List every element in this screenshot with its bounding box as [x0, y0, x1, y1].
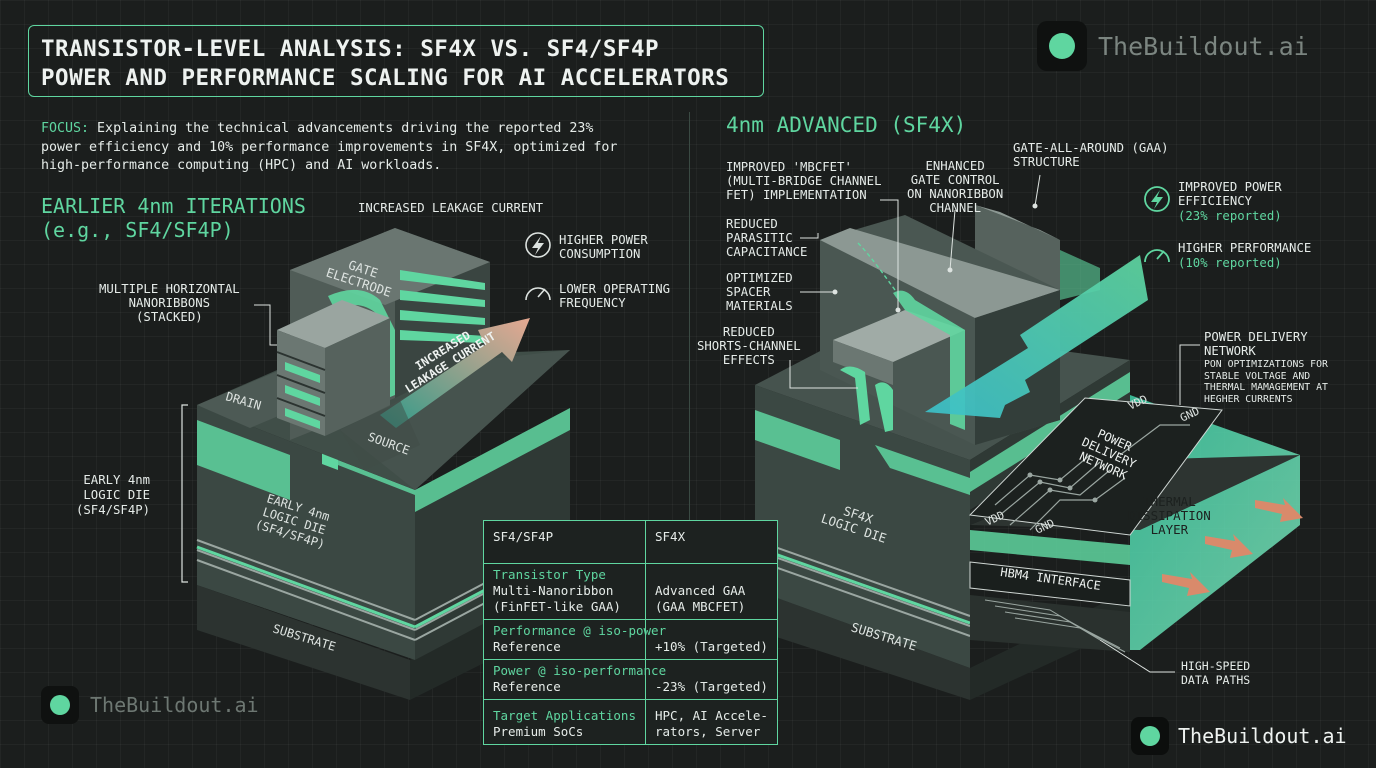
- right-diagram: [754, 174, 1303, 700]
- left-gate-slats: [400, 270, 485, 343]
- brand-name-top[interactable]: TheBuildout.ai: [1098, 32, 1309, 61]
- focus-body: Explaining the technical advancements dr…: [41, 121, 618, 173]
- table-cell: Reference: [493, 639, 561, 654]
- parasitic-label: REDUCED PARASITIC CAPACITANCE: [726, 217, 808, 259]
- data-path-traces: [984, 599, 1126, 653]
- brand-logo-bottom-right[interactable]: [1131, 717, 1169, 755]
- left-nanoribbons-label: MULTIPLE HORIZONTAL NANORIBBONS (STACKED…: [99, 282, 240, 324]
- table-header-row: SF4/SF4P SF4X: [483, 520, 778, 564]
- right-leader-lines: [789, 174, 1200, 673]
- left-leakage-label: INCREASED LEAKAGE CURRENT: [358, 201, 544, 215]
- data-paths-label: HIGH-SPEED DATA PATHS: [1181, 659, 1251, 687]
- left-nanoribbon-stack: [276, 300, 390, 436]
- pdn-desc: PON OPTIMIZATIONS FOR STABLE VOLTAGE AND…: [1204, 359, 1328, 405]
- brand-name-bottom-left[interactable]: TheBuildout.ai: [90, 693, 259, 717]
- title-line-1: TRANSISTOR-LEVEL ANALYSIS: SF4X VS. SF4/…: [41, 36, 660, 62]
- focus-text: FOCUS: Explaining the technical advancem…: [41, 120, 641, 176]
- speedometer-icon: [1144, 249, 1170, 263]
- left-heading: EARLIER 4nm ITERATIONS (e.g., SF4/SF4P): [41, 194, 306, 242]
- speedometer-icon: [525, 287, 551, 301]
- thermal-label: THERMAL DISSIPATION LAYER: [1128, 494, 1211, 537]
- table-cell: +10% (Targeted): [655, 639, 768, 654]
- left-higher-power-label: HIGHER POWER CONSUMPTION: [559, 233, 648, 261]
- lightning-icon: [525, 232, 551, 258]
- thermal-arrows: [1162, 498, 1303, 596]
- pdn-traces: [994, 424, 1190, 531]
- table-cell: HPC, AI Accele- rators, Server: [655, 708, 768, 739]
- left-heading-line-2: (e.g., SF4/SF4P): [41, 218, 234, 242]
- table-cell: Premium SoCs: [493, 724, 584, 739]
- pdn-title: POWER DELIVERY NETWORK: [1204, 330, 1308, 358]
- table-row-label: Performance @ iso-power: [493, 623, 667, 638]
- left-heading-line-1: EARLIER 4nm ITERATIONS: [41, 194, 306, 218]
- table-cell: Reference: [493, 679, 561, 694]
- mbcfet-label: IMPROVED 'MBCFET' (MULTI-BRIDGE CHANNEL …: [726, 160, 882, 202]
- title-line-2: POWER AND PERFORMANCE SCALING FOR AI ACC…: [41, 65, 730, 91]
- power-eff-title: IMPROVED POWER EFFICIENCY: [1178, 180, 1282, 208]
- logo-dot-icon: [1140, 726, 1160, 746]
- left-leakage-arrow: [380, 318, 530, 428]
- table-row-label: Target Applications: [493, 708, 636, 723]
- gate-control-label: ENHANCED GATE CONTROL ON NANORIBBON CHAN…: [907, 159, 1004, 215]
- table-cell: Advanced GAA (GAA MBCFET): [655, 583, 746, 614]
- table-row-label: Transistor Type: [493, 567, 606, 582]
- left-substrate-face: [197, 585, 410, 700]
- left-die-bracket-label: EARLY 4nm LOGIC DIE (SF4/SF4P): [76, 473, 151, 517]
- brand-logo-bottom-left[interactable]: [41, 686, 79, 724]
- spacer-label: OPTIMIZED SPACER MATERIALS: [726, 271, 793, 313]
- right-substrate-face: [755, 590, 970, 700]
- perf-title: HIGHER PERFORMANCE: [1178, 241, 1312, 255]
- table-col2-header: SF4X: [645, 520, 778, 564]
- perf-sub: (10% reported): [1178, 256, 1282, 270]
- focus-label: FOCUS:: [41, 121, 90, 136]
- section-divider: [689, 112, 690, 520]
- table-cell: Multi-Nanoribbon (FinFET-like GAA): [493, 583, 621, 614]
- pdn-board: [968, 397, 1223, 536]
- power-eff-sub: (23% reported): [1178, 209, 1282, 223]
- logo-dot-icon: [1049, 33, 1075, 59]
- table-cell: -23% (Targeted): [655, 679, 768, 694]
- logo-dot-icon: [50, 695, 70, 715]
- left-lower-freq-label: LOWER OPERATING FREQUENCY: [559, 282, 671, 310]
- brand-name-bottom-right[interactable]: TheBuildout.ai: [1178, 724, 1347, 748]
- left-drain-well: [197, 420, 290, 500]
- lightning-icon: [1144, 186, 1170, 212]
- hbm4-interface: [969, 561, 1131, 607]
- right-gate-arrow: [925, 255, 1148, 418]
- table-col1-header: SF4/SF4P: [483, 520, 646, 564]
- table-row-label: Power @ iso-performance: [493, 663, 667, 678]
- brand-logo[interactable]: [1037, 21, 1087, 71]
- gaa-label: GATE-ALL-AROUND (GAA) STRUCTURE: [1013, 141, 1169, 169]
- left-die-bracket: [181, 404, 188, 583]
- title-box: TRANSISTOR-LEVEL ANALYSIS: SF4X VS. SF4/…: [28, 25, 764, 97]
- short-channel-label: REDUCED SHORTS-CHANNEL EFFECTS: [697, 325, 801, 367]
- right-heading: 4nm ADVANCED (SF4X): [726, 113, 967, 137]
